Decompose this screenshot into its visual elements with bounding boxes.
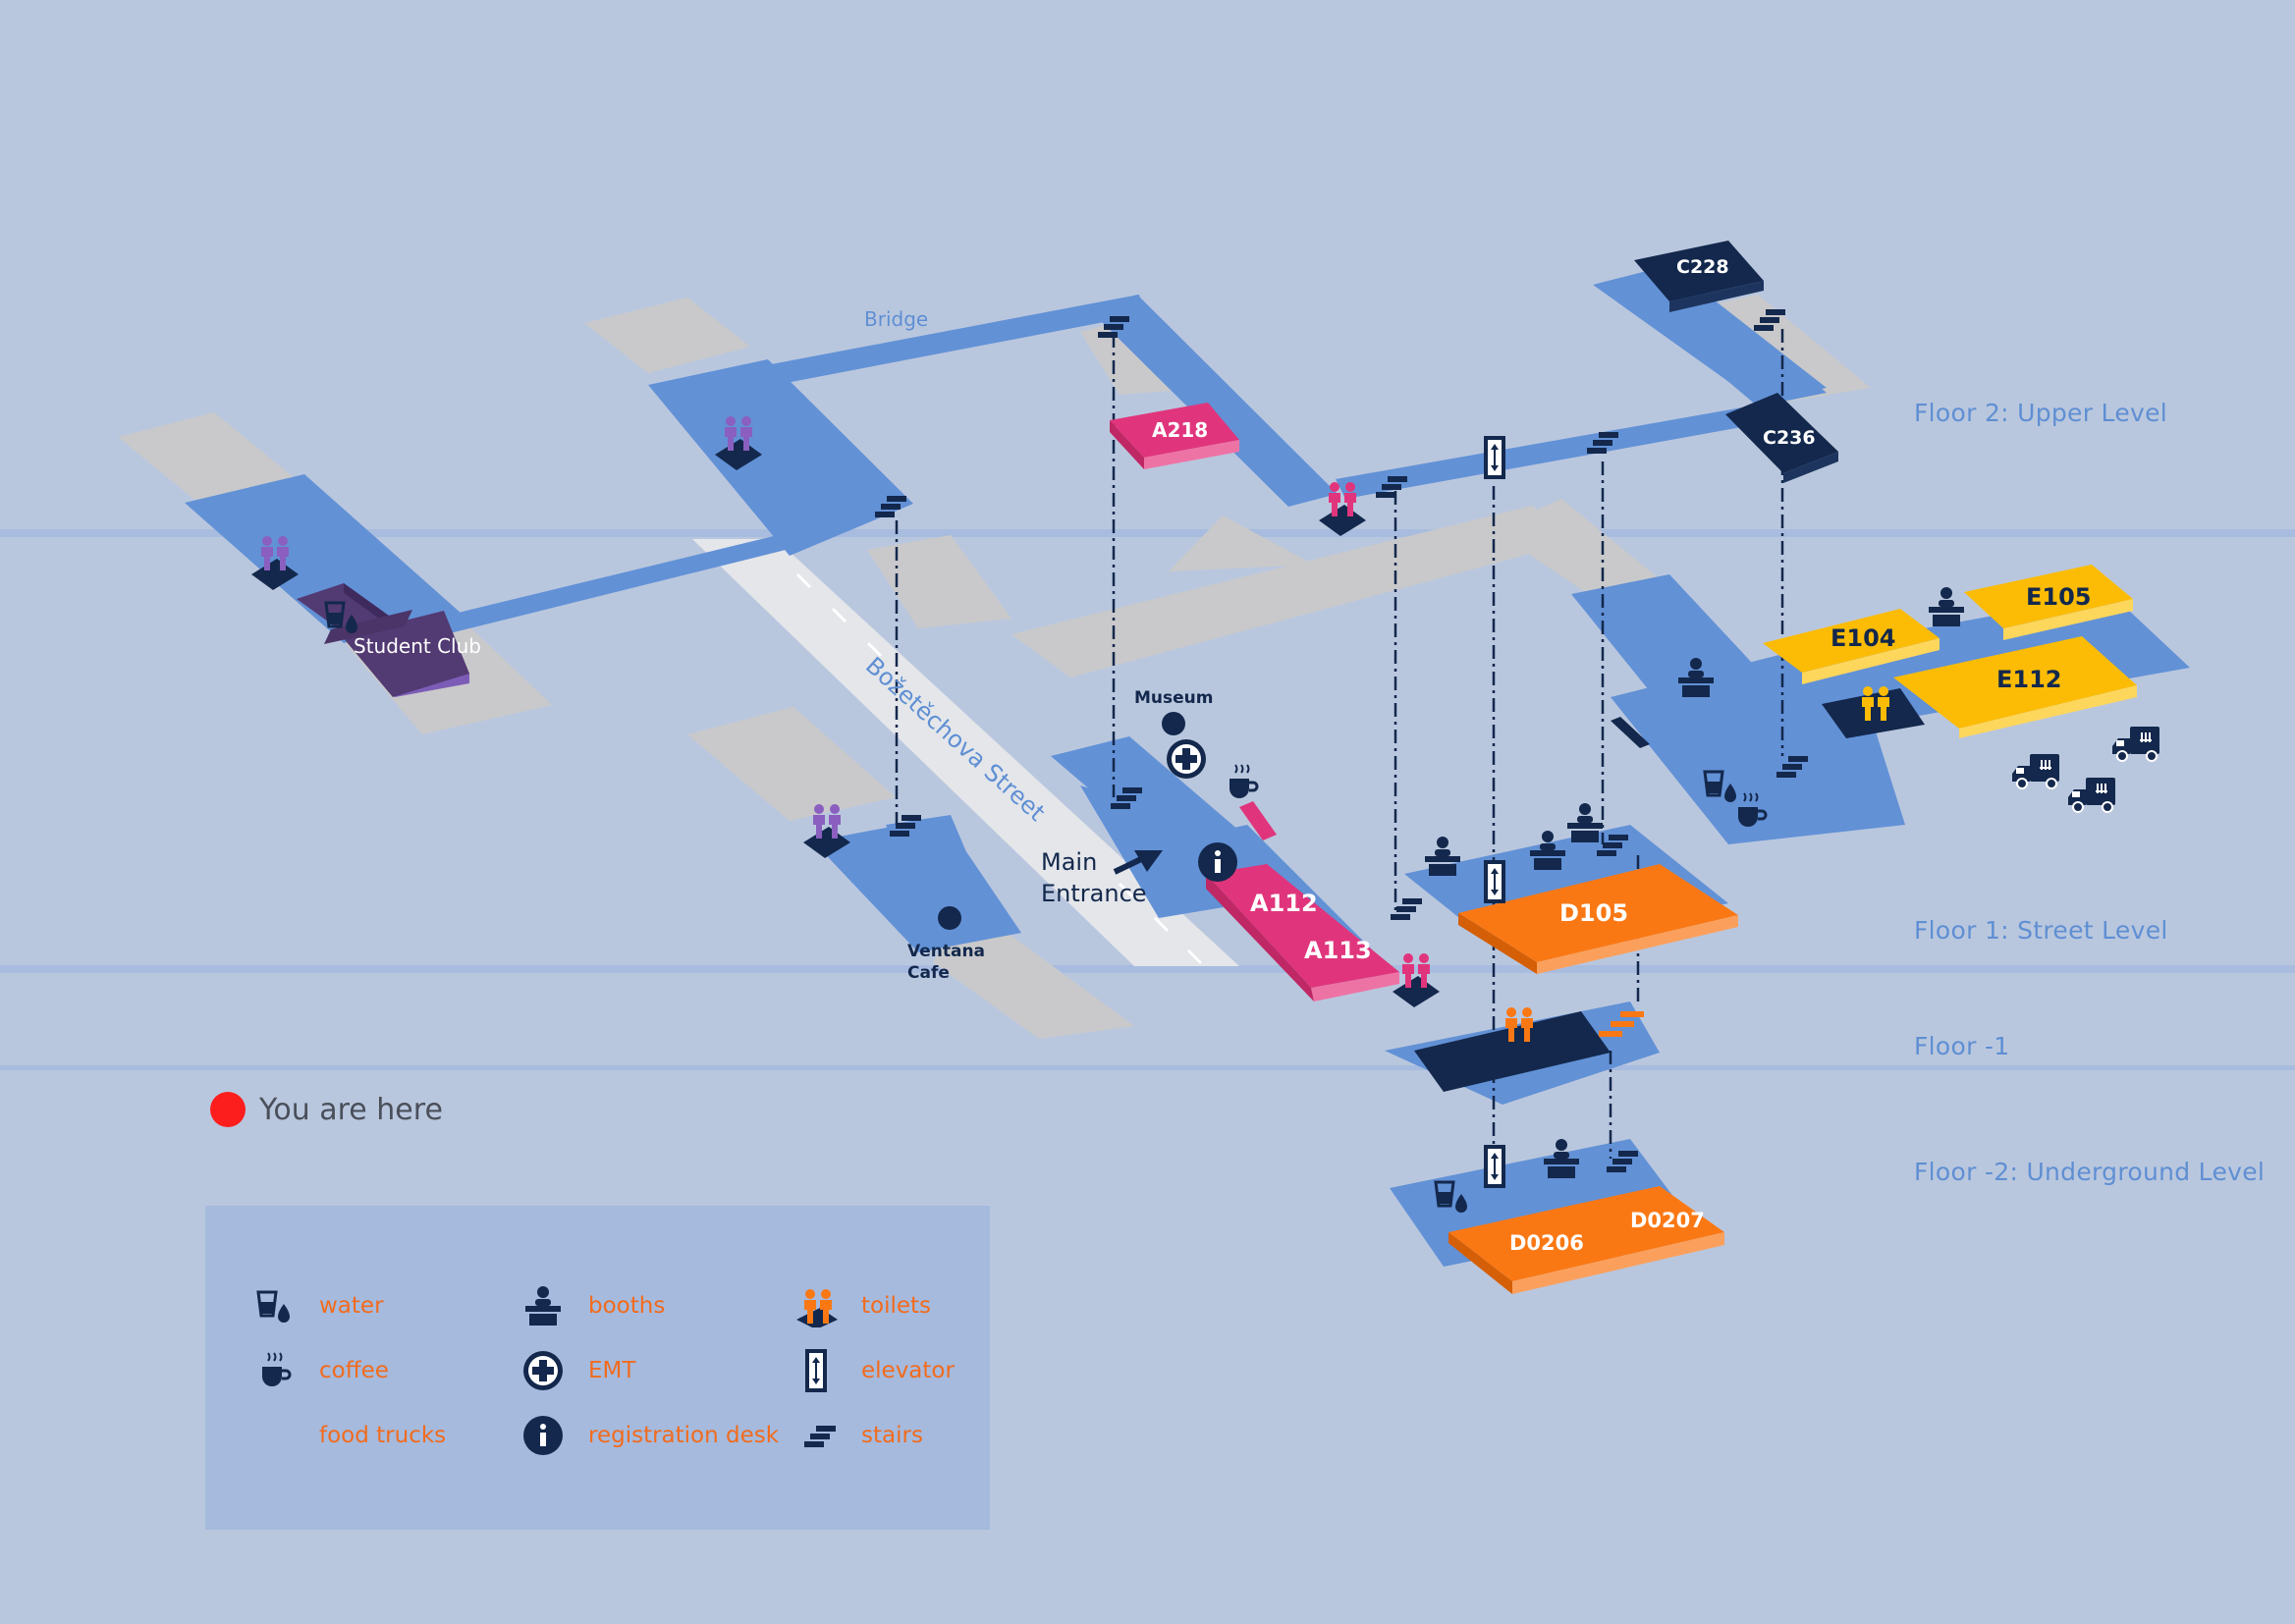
label-e105[interactable]: E105 <box>2026 583 2092 611</box>
main-entrance-arrow <box>1113 850 1163 875</box>
legend-coffee: coffee <box>252 1349 389 1392</box>
label-museum: Museum <box>1134 688 1213 708</box>
legend-food-trucks: food trucks <box>252 1414 446 1457</box>
pink-accent <box>1239 801 1277 840</box>
legend-emt: EMT <box>521 1349 635 1392</box>
museum-point[interactable] <box>1162 712 1185 735</box>
food-truck-icon <box>252 1414 296 1457</box>
label-street: Božetěchova Street <box>860 652 1051 827</box>
label-c236[interactable]: C236 <box>1763 427 1816 449</box>
room-e104[interactable] <box>1763 609 1940 684</box>
ventana-cafe-point[interactable] <box>938 906 961 930</box>
label-ventana-line1: Ventana <box>907 942 985 961</box>
floor-label-street: Floor 1: Street Level <box>1914 916 2168 945</box>
legend-toilets: toilets <box>794 1284 931 1327</box>
label-main-entrance-line1: Main <box>1041 848 1097 876</box>
room-e105[interactable] <box>1964 565 2133 640</box>
label-d105[interactable]: D105 <box>1559 899 1628 927</box>
bozetechova-street-road <box>692 539 1239 966</box>
info-icon <box>523 1416 563 1455</box>
label-main-entrance-line2: Entrance <box>1041 880 1147 907</box>
you-are-here: You are here <box>210 1090 443 1129</box>
room-c236[interactable] <box>1725 393 1838 483</box>
map-emt[interactable] <box>1167 739 1206 779</box>
floor-label-underground: Floor -2: Underground Level <box>1914 1158 2266 1186</box>
label-d0207[interactable]: D0207 <box>1630 1209 1705 1232</box>
floor-label-minus1: Floor -1 <box>1914 1032 2010 1060</box>
you-are-here-dot <box>210 1092 246 1127</box>
room-a218[interactable] <box>1110 403 1239 469</box>
label-student-club[interactable]: Student Club <box>354 634 481 658</box>
room-d0206-d0207[interactable] <box>1448 1186 1724 1294</box>
toilet-icon <box>796 1289 838 1327</box>
coffee-icon <box>260 1351 292 1388</box>
floor-label-upper: Floor 2: Upper Level <box>1914 399 2168 427</box>
label-a218[interactable]: A218 <box>1152 418 1208 442</box>
stairs-icon <box>804 1426 836 1447</box>
legend-water: water <box>252 1284 384 1327</box>
room-c228[interactable] <box>1634 241 1764 312</box>
label-ventana-line2: Cafe <box>907 963 950 983</box>
map-registration-desk[interactable] <box>1198 842 1237 882</box>
label-e112[interactable]: E112 <box>1996 666 2062 693</box>
label-a113[interactable]: A113 <box>1304 937 1372 964</box>
label-a112[interactable]: A112 <box>1250 890 1318 917</box>
elevator-icon <box>805 1349 827 1392</box>
dark-floor-pieces <box>1414 688 1925 1092</box>
legend-registration-desk: registration desk <box>521 1414 779 1457</box>
booth-icon <box>525 1286 561 1326</box>
room-student-club[interactable] <box>297 583 469 697</box>
legend-booths: booths <box>521 1284 665 1327</box>
label-d0206[interactable]: D0206 <box>1509 1231 1584 1255</box>
label-c228[interactable]: C228 <box>1676 256 1729 278</box>
legend-stairs: stairs <box>794 1414 923 1457</box>
label-e104[interactable]: E104 <box>1831 624 1896 652</box>
emt-icon <box>523 1351 563 1390</box>
floor-separators <box>0 529 2295 1070</box>
water-icon <box>256 1290 292 1325</box>
room-d105[interactable] <box>1458 864 1738 974</box>
you-are-here-label: You are here <box>259 1092 443 1127</box>
orange-stairs-accent <box>1599 1011 1644 1037</box>
label-bridge: Bridge <box>864 307 928 331</box>
room-a112-a113[interactable] <box>1206 864 1399 1001</box>
map-food-trucks[interactable] <box>2011 726 2160 813</box>
legend-elevator: elevator <box>794 1349 955 1392</box>
room-e112[interactable] <box>1893 636 2137 738</box>
legend: water coffee food trucks booths EMT regi… <box>205 1206 990 1530</box>
